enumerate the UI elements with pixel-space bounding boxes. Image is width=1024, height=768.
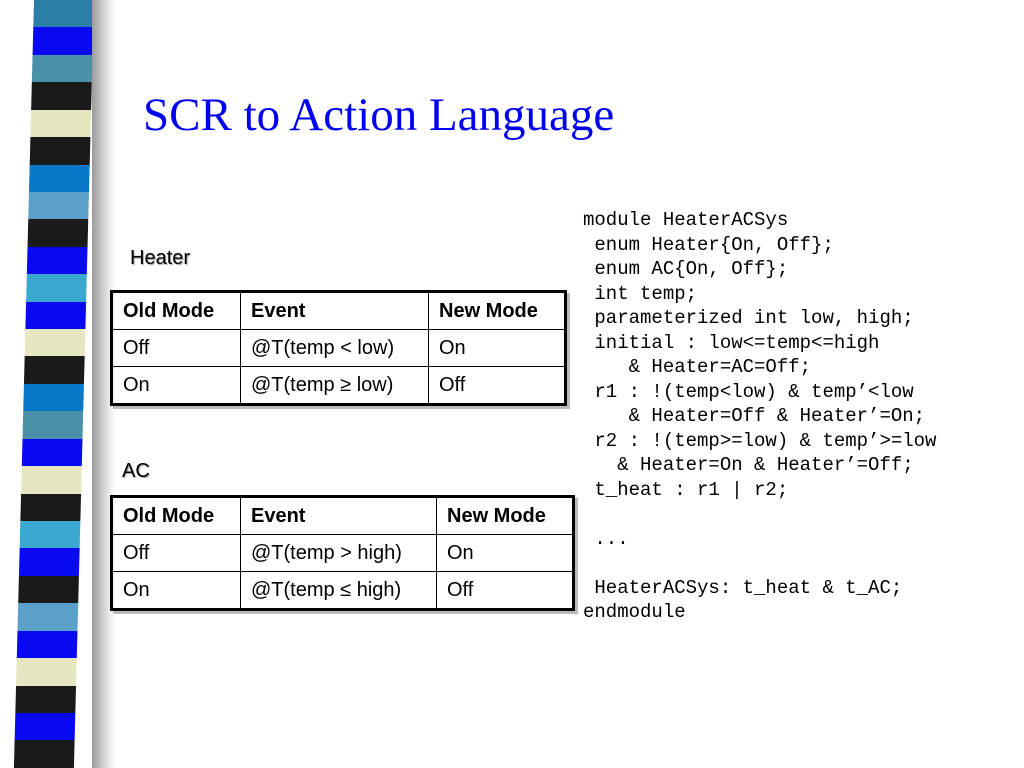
ac-label: AC [122,460,150,482]
table-row: Off @T(temp < low) On [110,329,567,367]
cell-old-mode: On [110,366,241,406]
stripe-band [18,575,79,604]
code-line: & Heater=AC=Off; [583,356,812,378]
stripe-band [20,493,82,522]
header-old-mode: Old Mode [110,290,241,330]
code-line: enum AC{On, Off}; [583,258,789,280]
stripe-band [31,82,92,110]
stripe-band [21,466,82,494]
code-line: r1 : !(temp<low) & temp’<low [583,380,914,403]
cell-event: @T(temp ≤ high) [240,571,437,611]
cell-event: @T(temp ≥ low) [240,366,429,406]
cell-new-mode: Off [428,366,567,406]
cell-event: @T(temp < low) [240,329,429,367]
stripe-band [22,411,84,439]
header-old-mode: Old Mode [110,495,241,535]
stripe-band [23,356,85,384]
code-line: t_heat : r1 | r2; [583,478,789,501]
stripe-band [21,438,83,467]
code-line: & Heater=Off & Heater’=On; [583,405,926,427]
code-line: endmodule [583,601,686,623]
code-block: module HeaterACSys enum Heater{On, Off};… [583,208,936,625]
stripe-band [17,603,79,631]
header-event: Event [240,495,437,535]
stripe-band [14,712,76,741]
header-new-mode: New Mode [428,290,567,330]
table-row: On @T(temp ≤ high) Off [110,571,575,611]
stripe-band [24,329,86,357]
stripe-band [28,164,90,192]
stripe-band [25,301,87,330]
slide-title: SCR to Action Language [143,89,615,141]
code-line: r2 : !(temp>=low) & temp’>=low [583,429,937,452]
cell-old-mode: Off [110,329,241,367]
stripe-band [27,219,89,247]
stripe-band [31,54,93,83]
code-line: int temp; [583,282,698,305]
stripe-band [18,548,80,576]
stripe-band [30,109,92,138]
stripe-band [28,191,89,220]
table-row: Off @T(temp > high) On [110,534,575,572]
cell-old-mode: Off [110,534,241,572]
decorative-stripe-bar [0,0,118,768]
code-line: & Heater=On & Heater’=Off; [583,454,914,476]
stripe-band [26,246,88,275]
code-line: ... [583,527,629,550]
table-header-row: Old Mode Event New Mode [110,495,575,535]
stripe-band [33,0,94,28]
cell-new-mode: Off [436,571,575,611]
stripe-band [26,274,87,302]
code-line: HeaterACSys: t_heat & t_AC; [583,576,903,599]
cell-old-mode: On [110,571,241,611]
stripe-band [16,630,78,659]
stripe-band [15,685,77,713]
stripe-band [32,27,94,55]
heater-label: Heater [130,247,191,269]
stripe-band [19,521,81,549]
stripe-band [23,383,84,412]
cell-new-mode: On [428,329,567,367]
code-line: enum Heater{On, Off}; [583,233,834,256]
header-event: Event [240,290,429,330]
table-header-row: Old Mode Event New Mode [110,290,567,330]
cell-event: @T(temp > high) [240,534,437,572]
table-row: On @T(temp ≥ low) Off [110,366,567,406]
ac-mode-table: Old Mode Event New Mode Off @T(temp > hi… [110,495,575,611]
cell-new-mode: On [436,534,575,572]
header-new-mode: New Mode [436,495,575,535]
code-line: initial : low<=temp<=high [583,331,880,354]
code-line: module HeaterACSys [583,209,789,231]
stripe-band [29,137,91,165]
code-line: parameterized int low, high; [583,307,914,329]
stripe-band [16,658,77,686]
heater-mode-table: Old Mode Event New Mode Off @T(temp < lo… [110,290,567,406]
stripe-band [13,740,75,768]
